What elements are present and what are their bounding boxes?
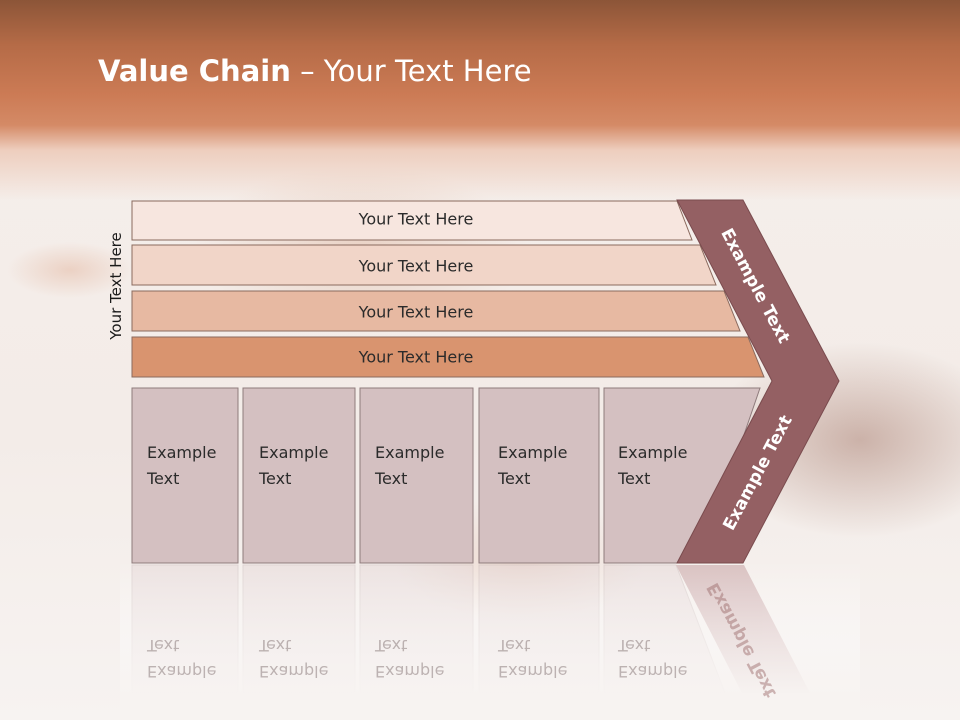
box-2-label: Example Text <box>259 443 329 488</box>
box-1-shape <box>131 387 239 564</box>
bar-1-label: Your Text Here <box>358 209 474 229</box>
box-5-label: Example Text <box>618 443 688 488</box>
bar-4-label: Your Text Here <box>358 347 474 367</box>
box-3-shape <box>359 387 474 564</box>
title-band <box>0 0 960 200</box>
box-1-label: Example Text <box>147 443 217 488</box>
title-rest-part: – Your Text Here <box>290 54 532 88</box>
bar-3-shape <box>131 290 741 332</box>
box-4-label-reflection: Example Text <box>498 636 568 681</box>
reflection-fade <box>120 560 860 720</box>
slide-title: Value Chain – Your Text Here <box>98 54 532 88</box>
bar-2-label: Your Text Here <box>358 256 474 276</box>
chevron-shape <box>676 199 840 564</box>
box-2-shape <box>242 387 356 564</box>
box-1-label-reflection: Example Text <box>147 636 217 681</box>
box-3-label-reflection: Example Text <box>375 636 445 681</box>
box-3-label: Example Text <box>375 443 445 488</box>
bar-2-shape <box>131 244 717 286</box>
bar-1-shape <box>131 200 693 241</box>
box-4-label: Example Text <box>498 443 568 488</box>
box-5-label-reflection: Example Text <box>618 636 688 681</box>
title-bold-part: Value Chain <box>98 54 291 88</box>
bar-4-shape <box>131 336 765 378</box>
box-2-label-reflection: Example Text <box>259 636 329 681</box>
side-label: Your Text Here <box>107 232 125 340</box>
box-4-shape <box>478 387 600 564</box>
bar-3-label: Your Text Here <box>358 302 474 322</box>
